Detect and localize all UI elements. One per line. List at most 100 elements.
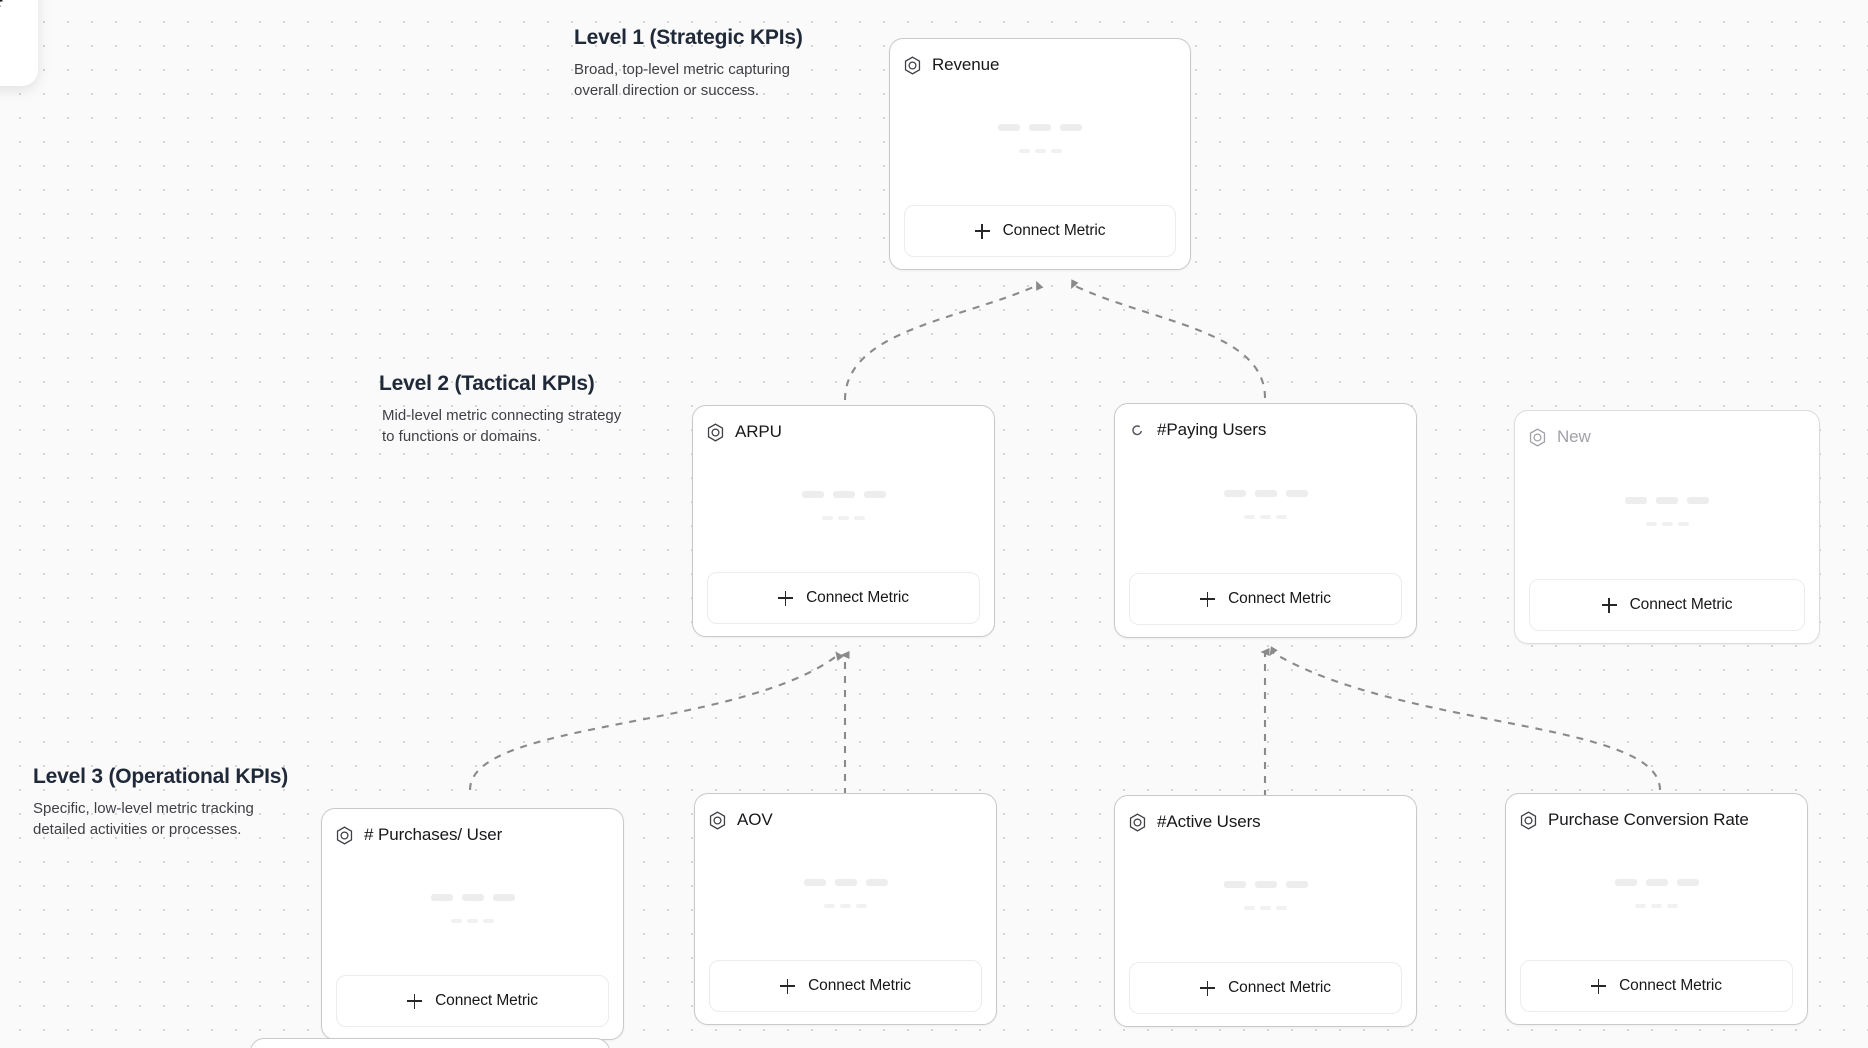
skeleton-row-secondary <box>1244 905 1287 910</box>
skeleton-bar <box>1676 878 1699 886</box>
plus-icon <box>1200 980 1216 996</box>
connect-metric-label: Connect Metric <box>806 589 909 606</box>
card-placeholder-body <box>1129 834 1402 962</box>
skeleton-bar <box>865 878 888 886</box>
skeleton-bar <box>1050 148 1062 153</box>
cursor-pointer-icon <box>0 0 4 7</box>
skeleton-bar <box>1034 148 1046 153</box>
card-header: Purchase Conversion Rate <box>1520 808 1793 832</box>
card-placeholder-body <box>336 847 609 975</box>
metric-card-arpu[interactable]: ARPU Connect Metric <box>692 405 995 637</box>
card-header: #Active Users <box>1129 810 1402 834</box>
skeleton-bar <box>451 918 462 923</box>
level-3-title: Level 3 (Operational KPIs) <box>33 765 289 788</box>
level-3-description: Specific, low-level metric tracking deta… <box>33 800 254 839</box>
skeleton-bar <box>1260 515 1271 519</box>
connect-metric-label: Connect Metric <box>1629 596 1733 613</box>
floating-toolbar-panel[interactable] <box>0 0 38 86</box>
card-title: New <box>1557 427 1591 446</box>
skeleton-row-primary <box>803 878 888 886</box>
level-3-label: Level 3 (Operational KPIs) Specific, low… <box>33 765 288 841</box>
skeleton-bar <box>834 878 857 886</box>
metric-card-paying-users[interactable]: #Paying Users Connect Metric <box>1114 403 1417 638</box>
skeleton-bar <box>483 918 494 923</box>
card-title: # Purchases/ User <box>364 825 503 844</box>
skeleton-bar <box>1254 880 1277 888</box>
skeleton-bar <box>1244 515 1255 519</box>
skeleton-row-secondary <box>822 515 865 520</box>
hexagon-metric-icon <box>709 810 726 830</box>
metric-card-new[interactable]: New Connect Metric <box>1514 410 1820 644</box>
skeleton-bar <box>1223 490 1246 497</box>
connect-metric-button[interactable]: Connect Metric <box>1129 573 1402 625</box>
card-placeholder-body <box>1529 449 1805 579</box>
plus-icon <box>407 993 423 1009</box>
connect-metric-label: Connect Metric <box>808 977 911 994</box>
skeleton-bar <box>1260 905 1271 910</box>
skeleton-bar <box>1244 905 1255 910</box>
skeleton-row-secondary <box>1244 515 1287 519</box>
level-2-description: Mid-level metric connecting strategy to … <box>382 407 622 446</box>
card-placeholder-body <box>1520 832 1793 960</box>
metric-card-aov[interactable]: AOV Connect Metric <box>694 793 997 1025</box>
card-title: Revenue <box>932 55 1000 74</box>
plus-icon <box>1591 978 1607 994</box>
connect-metric-button[interactable]: Connect Metric <box>1529 579 1805 631</box>
skeleton-bar <box>822 515 833 520</box>
plus-icon <box>1200 591 1216 607</box>
skeleton-bar <box>430 893 453 901</box>
card-header: ARPU <box>707 420 980 444</box>
connect-metric-button[interactable]: Connect Metric <box>709 960 982 1012</box>
skeleton-row-secondary <box>1645 521 1689 526</box>
skeleton-bar <box>1223 880 1246 888</box>
skeleton-bar <box>998 123 1020 131</box>
card-header: New <box>1529 425 1805 449</box>
card-placeholder-body <box>709 832 982 960</box>
metric-card-revenue[interactable]: Revenue Connect Metric <box>889 38 1191 270</box>
connect-metric-button[interactable]: Connect Metric <box>707 572 980 624</box>
card-header: #Paying Users <box>1129 418 1402 442</box>
skeleton-row-secondary <box>1018 148 1062 153</box>
skeleton-bar <box>1276 905 1287 910</box>
connector-arpu-to-revenue <box>843 280 1044 401</box>
connect-metric-label: Connect Metric <box>1228 590 1331 607</box>
card-placeholder-body <box>904 77 1176 205</box>
connect-metric-button[interactable]: Connect Metric <box>1129 962 1402 1014</box>
skeleton-bar <box>1018 148 1030 153</box>
skeleton-bar <box>1254 490 1277 497</box>
plus-icon <box>974 223 990 239</box>
metric-card-partial-offscreen[interactable] <box>250 1038 610 1048</box>
connect-metric-button[interactable]: Connect Metric <box>336 975 609 1027</box>
metric-card-purchases-user[interactable]: # Purchases/ User Connect Metric <box>321 808 624 1040</box>
skeleton-bar <box>840 903 851 908</box>
metric-card-active-users[interactable]: #Active Users Connect Metric <box>1114 795 1417 1027</box>
skeleton-bar <box>1285 490 1308 497</box>
metric-card-conversion-rate[interactable]: Purchase Conversion Rate Connect Metric <box>1505 793 1808 1025</box>
plus-icon <box>778 590 794 606</box>
level-1-description: Broad, top-level metric capturing overal… <box>574 61 790 100</box>
hexagon-metric-icon <box>1520 810 1537 830</box>
card-title: Purchase Conversion Rate <box>1548 810 1749 829</box>
card-title: #Active Users <box>1157 812 1261 831</box>
connect-metric-label: Connect Metric <box>1619 977 1722 994</box>
skeleton-bar <box>803 878 826 886</box>
skeleton-row-primary <box>430 893 515 901</box>
skeleton-bar <box>1276 515 1287 519</box>
connect-metric-button[interactable]: Connect Metric <box>1520 960 1793 1012</box>
skeleton-row-primary <box>801 490 886 498</box>
card-title: #Paying Users <box>1157 420 1267 439</box>
card-header: # Purchases/ User <box>336 823 609 847</box>
skeleton-row-secondary <box>824 903 867 908</box>
connector-paying-users-to-revenue <box>1071 279 1267 399</box>
card-title: AOV <box>737 810 773 829</box>
skeleton-bar <box>1651 903 1662 908</box>
hexagon-metric-icon <box>336 825 353 845</box>
skeleton-bar <box>1614 878 1637 886</box>
spinner-loading-icon <box>1132 424 1142 435</box>
plus-icon <box>780 978 796 994</box>
level-1-label: Level 1 (Strategic KPIs) Broad, top-leve… <box>574 26 819 102</box>
skeleton-bar <box>492 893 515 901</box>
level-2-label: Level 2 (Tactical KPIs) Mid-level metric… <box>379 372 624 448</box>
connect-metric-button[interactable]: Connect Metric <box>904 205 1176 257</box>
